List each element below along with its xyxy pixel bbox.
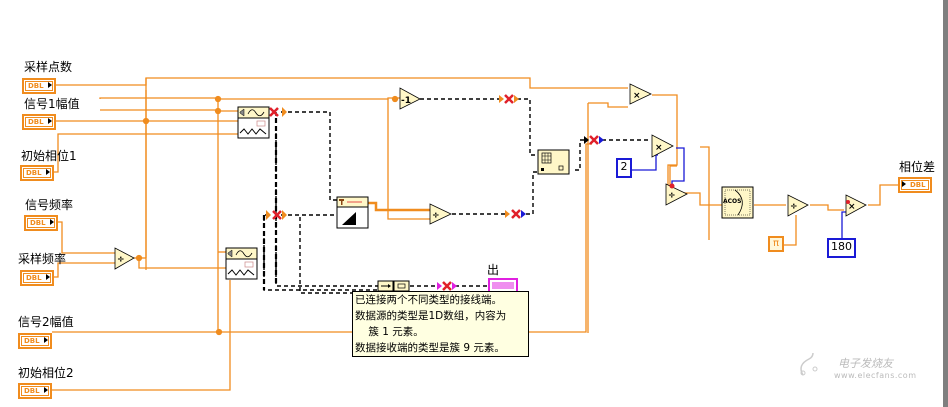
wire-phase2 <box>52 280 231 391</box>
sine-waveform-vi-2 <box>225 247 258 280</box>
divide-node-freq <box>114 247 135 270</box>
indicator-terminal-phasediff[interactable]: DBL <box>898 177 932 193</box>
tooltip-line: 数据接收端的类型是簇 9 元素。 <box>355 342 505 354</box>
watermark-url: www.elecfans.com <box>834 371 917 380</box>
control-terminal-sampfreq[interactable]: DBL <box>20 270 54 286</box>
tone-measurement-vi <box>336 196 369 229</box>
indicator-label-phasediff: 相位差 <box>899 160 936 174</box>
control-label-sampfreq: 采样频率 <box>18 252 67 266</box>
control-label-sigfreq: 信号频率 <box>25 198 74 212</box>
wire-samples <box>52 77 628 89</box>
control-label-amp2: 信号2幅值 <box>18 315 74 329</box>
terminal-arrow-icon <box>50 219 54 225</box>
control-terminal-amp1[interactable]: DBL <box>22 114 56 130</box>
control-label-phase1: 初始相位1 <box>21 149 77 163</box>
terminal-arrow-icon <box>44 337 48 343</box>
wire-sigfreq <box>52 221 115 254</box>
terminal-arrow-icon <box>46 169 50 175</box>
function-nodes <box>114 83 867 270</box>
terminal-arrow-icon <box>46 274 50 280</box>
control-label-samples: 采样点数 <box>24 60 73 74</box>
divide-node-phase <box>429 203 452 225</box>
sine-waveform-vi-1 <box>237 106 270 139</box>
svg-text:ACOS: ACOS <box>723 198 741 205</box>
svg-text:÷: ÷ <box>790 202 798 212</box>
divide-node-ratio <box>665 183 688 206</box>
svg-text:×: × <box>848 202 856 212</box>
broken-wire-markers <box>269 94 599 291</box>
out-indicator-label: 出 <box>487 263 500 277</box>
multiply-node-2 <box>651 134 674 158</box>
wire-sampfreq <box>52 262 115 278</box>
index-array-node <box>537 149 570 175</box>
tooltip-line: 已连接两个不同类型的接线端。 <box>355 294 502 306</box>
wire-error-tooltip: 已连接两个不同类型的接线端。 数据源的类型是1D数组，内容为 簇 1 元素。 数… <box>352 291 529 357</box>
terminal-arrow-icon <box>44 387 48 393</box>
tooltip-line: 簇 1 元素。 <box>355 326 424 338</box>
svg-text:÷: ÷ <box>668 191 676 201</box>
vertical-scrollbar[interactable] <box>943 0 948 407</box>
convert-node <box>377 280 410 292</box>
watermark-name: 电子发烧友 <box>838 357 893 370</box>
svg-text:×: × <box>633 91 641 101</box>
wire-amp2 <box>52 143 592 333</box>
svg-text:-1: -1 <box>401 96 411 106</box>
constant-180[interactable]: 180 <box>827 238 856 258</box>
constant-two[interactable]: 2 <box>616 158 632 178</box>
control-terminal-phase2[interactable]: DBL <box>18 383 52 399</box>
terminal-arrow-icon <box>902 181 906 187</box>
terminal-arrow-icon <box>48 118 52 124</box>
watermark: 电子发烧友 www.elecfans.com <box>800 353 917 380</box>
svg-text:×: × <box>655 143 663 153</box>
svg-text:÷: ÷ <box>432 211 440 221</box>
control-label-amp1: 信号1幅值 <box>24 97 80 111</box>
multiply-node-1 <box>629 83 652 105</box>
wire-phase1 <box>52 133 238 173</box>
control-terminal-phase1[interactable]: DBL <box>20 165 54 181</box>
tooltip-line: 数据源的类型是1D数组，内容为 <box>355 310 507 322</box>
constant-pi[interactable]: π <box>768 236 784 252</box>
control-terminal-samples[interactable]: DBL <box>22 78 56 94</box>
control-label-phase2: 初始相位2 <box>18 366 74 380</box>
acos-node: ACOS <box>721 186 754 219</box>
terminal-arrow-icon <box>48 82 52 88</box>
control-terminal-sigfreq[interactable]: DBL <box>24 215 58 231</box>
watermark-logo-icon <box>800 353 818 376</box>
divide-node-pi <box>787 194 809 217</box>
control-terminal-amp2[interactable]: DBL <box>18 333 52 349</box>
multiply-node-180 <box>845 194 867 217</box>
svg-text:÷: ÷ <box>117 255 125 265</box>
negate-node <box>399 87 421 110</box>
